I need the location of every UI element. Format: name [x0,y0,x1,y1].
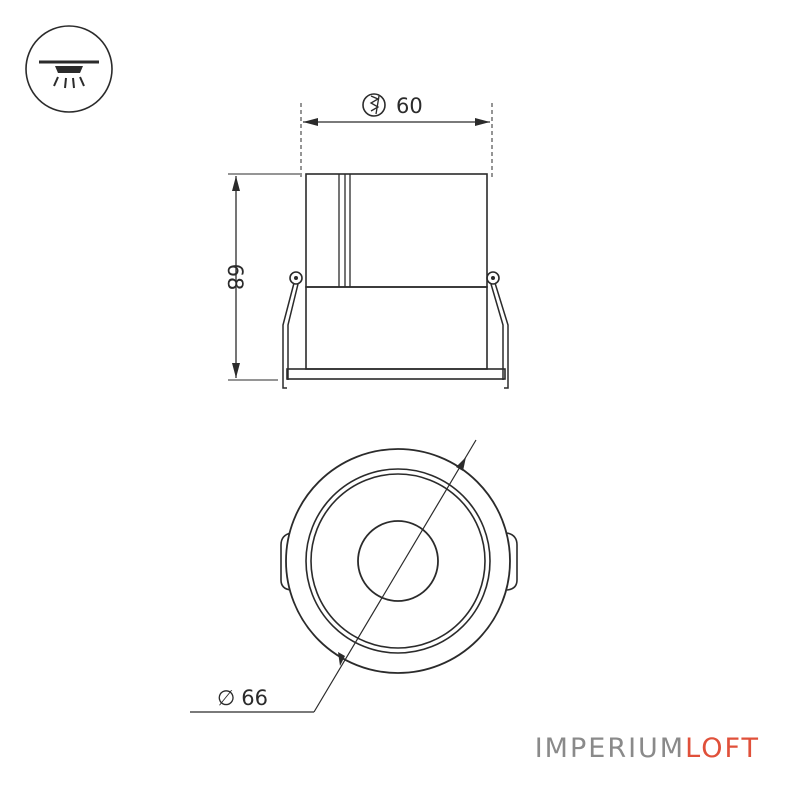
diameter-leader-line [313,439,477,713]
diameter-dimension-label: ∅66 [217,686,268,710]
bezel [286,368,506,380]
bezel-inner [305,468,491,654]
spring-clip-right [486,271,509,389]
brand-logo-part1: IMPERIUM [534,733,686,764]
side-view [228,103,509,389]
bezel-outer [285,448,511,674]
clip-tab-right [506,532,518,591]
cut-out-diameter-icon [362,93,386,117]
front-view [190,439,518,713]
brand-logo: IMPERIUMLOFT [535,733,760,764]
cut-out-dimension-label: 60 [396,94,423,118]
recessed-downlight-icon [25,25,113,113]
brand-logo-part2: LOFT [685,733,760,764]
reflector-ring [310,473,486,649]
housing-lower [305,286,488,370]
spring-clip-left [282,271,303,389]
height-dimension-label: 68 [223,264,247,291]
lens [357,520,439,602]
housing-upper [305,173,488,288]
clip-tab-left [280,532,292,591]
